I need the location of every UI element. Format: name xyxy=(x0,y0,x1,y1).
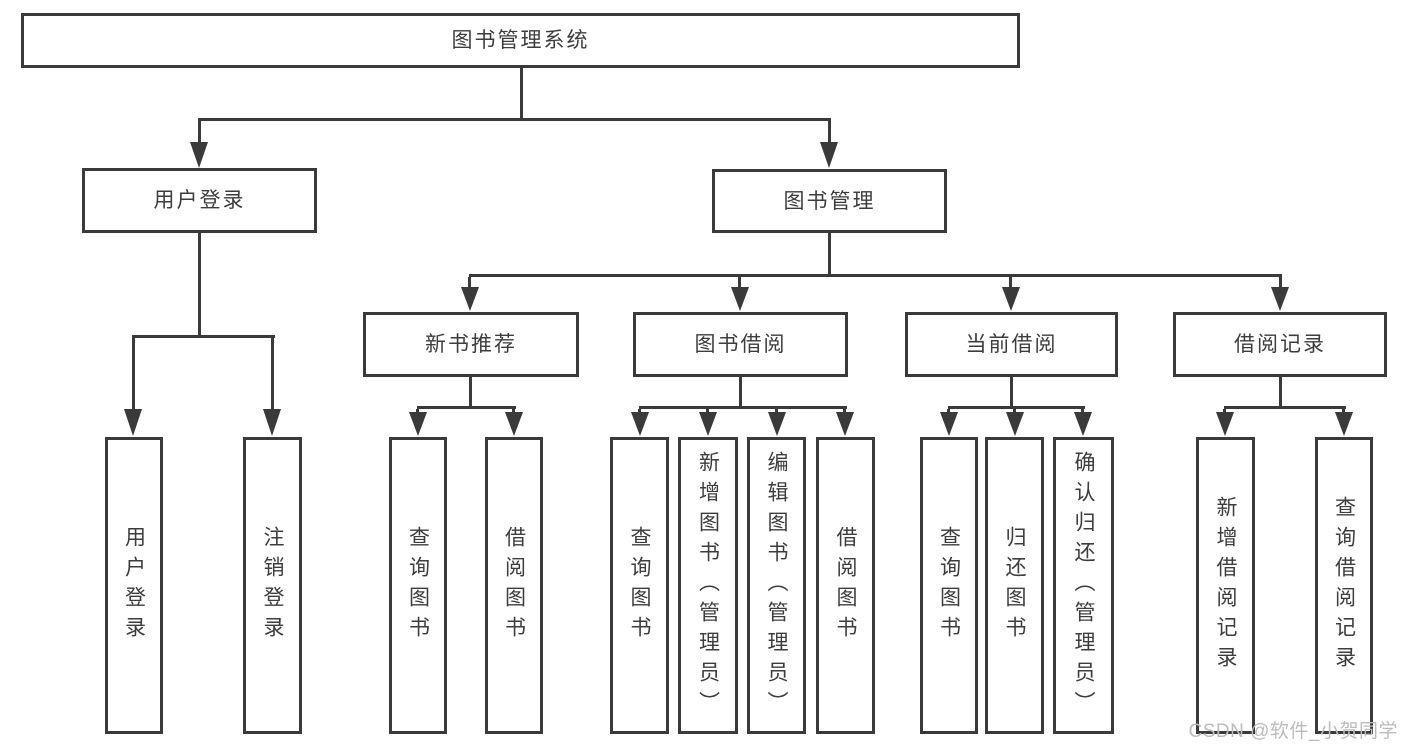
leaf-user-login: 用户登录 xyxy=(105,437,163,734)
connector-root-stem xyxy=(520,68,523,121)
arrowhead-down xyxy=(699,412,717,436)
connector-drop xyxy=(775,409,778,414)
connector-split xyxy=(417,406,516,409)
node-new-book-recommend: 新书推荐 xyxy=(363,312,579,377)
leaf-label: 新增图书（管理员） xyxy=(696,450,720,721)
leaf-add-borrow-record: 新增借阅记录 xyxy=(1196,437,1255,734)
connector-drop xyxy=(1342,409,1345,414)
connector-split xyxy=(639,406,847,409)
connector-stem xyxy=(739,377,742,409)
arrowhead-down-user-login xyxy=(190,142,208,168)
connector-book-management-drop xyxy=(828,121,831,144)
leaf-query-books-borrow: 查询图书 xyxy=(610,437,669,734)
leaf-edit-books-admin: 编辑图书（管理员） xyxy=(747,437,806,734)
connector-split xyxy=(948,406,1085,409)
leaf-borrow-books-recommend: 借阅图书 xyxy=(485,437,543,734)
arrowhead-down xyxy=(940,412,958,436)
connector-drop xyxy=(512,409,515,414)
connector-book-management-split xyxy=(469,274,1282,277)
arrowhead-down xyxy=(836,412,854,436)
connector-drop xyxy=(843,409,846,414)
csdn-watermark: CSDN @软件_小贺同学 xyxy=(1188,721,1398,742)
leaf-label: 借阅图书 xyxy=(502,525,526,646)
node-book-borrowing: 图书借阅 xyxy=(633,312,848,377)
connector-drop xyxy=(1223,409,1226,414)
connector-drop xyxy=(468,277,471,289)
node-label: 新书推荐 xyxy=(425,333,517,356)
node-label: 图书管理系统 xyxy=(451,29,590,52)
leaf-label: 用户登录 xyxy=(122,525,146,646)
node-library-management-system: 图书管理系统 xyxy=(21,13,1020,68)
node-user-login: 用户登录 xyxy=(82,168,317,233)
leaf-confirm-return-admin: 确认归还（管理员） xyxy=(1053,437,1114,734)
connector-stem xyxy=(1279,377,1282,409)
node-label: 图书管理 xyxy=(783,189,876,213)
leaf-query-borrow-record: 查询借阅记录 xyxy=(1315,437,1373,734)
arrowhead-down xyxy=(768,412,786,436)
connector-book-management-stem xyxy=(828,233,831,277)
connector-split xyxy=(1224,406,1346,409)
leaf-label: 查询图书 xyxy=(937,525,961,646)
leaf-label: 查询借阅记录 xyxy=(1332,495,1356,676)
connector-user-login-drop xyxy=(198,121,201,144)
leaf-label: 归还图书 xyxy=(1003,525,1026,646)
connector-drop xyxy=(1013,409,1016,414)
leaf-return-books: 归还图书 xyxy=(985,437,1044,734)
leaf-logout: 注销登录 xyxy=(243,437,302,734)
arrowhead-down-current-borrow xyxy=(1002,287,1020,311)
leaf-query-books-recommend: 查询图书 xyxy=(389,437,447,734)
arrowhead-down-logout-leaf xyxy=(263,409,281,436)
connector-drop xyxy=(947,409,950,414)
connector-stem xyxy=(1010,377,1013,409)
leaf-label: 注销登录 xyxy=(261,525,284,646)
arrowhead-down xyxy=(1006,412,1024,436)
connector-drop xyxy=(271,338,274,410)
arrowhead-down-borrow-records xyxy=(1271,287,1289,311)
arrowhead-down xyxy=(1335,412,1353,436)
arrowhead-down-book-management xyxy=(820,142,838,168)
arrowhead-down-new-book xyxy=(461,287,479,311)
node-label: 借阅记录 xyxy=(1234,333,1326,356)
connector-drop xyxy=(132,338,135,410)
leaf-add-books-admin: 新增图书（管理员） xyxy=(678,437,738,734)
node-borrowing-records: 借阅记录 xyxy=(1173,312,1387,377)
arrowhead-down xyxy=(1216,412,1234,436)
arrowhead-down xyxy=(1074,412,1092,436)
leaf-query-books-current: 查询图书 xyxy=(920,437,978,734)
connector-drop xyxy=(638,409,641,414)
connector-user-login-stem xyxy=(198,233,201,338)
connector-drop xyxy=(706,409,709,414)
connector-drop xyxy=(1279,277,1282,289)
connector-root-split xyxy=(198,118,831,121)
arrowhead-down xyxy=(505,412,523,436)
arrowhead-down-book-borrow xyxy=(731,287,749,311)
node-book-management: 图书管理 xyxy=(712,169,947,233)
leaf-label: 查询图书 xyxy=(406,525,430,646)
connector-drop xyxy=(738,277,741,289)
node-label: 用户登录 xyxy=(153,189,246,212)
node-label: 当前借阅 xyxy=(965,333,1058,356)
leaf-label: 确认归还（管理员） xyxy=(1072,450,1095,721)
connector-user-login-split xyxy=(132,335,275,338)
node-label: 图书借阅 xyxy=(694,333,787,356)
arrowhead-down-login-leaf xyxy=(124,409,142,436)
arrowhead-down xyxy=(631,412,649,436)
leaf-label: 编辑图书（管理员） xyxy=(765,450,788,721)
node-current-borrowing: 当前借阅 xyxy=(905,312,1118,377)
leaf-label: 新增借阅记录 xyxy=(1214,495,1237,676)
connector-drop xyxy=(1009,277,1012,289)
connector-drop xyxy=(416,409,419,414)
leaf-borrow-books: 借阅图书 xyxy=(816,437,875,734)
connector-drop xyxy=(1081,409,1084,414)
leaf-label: 借阅图书 xyxy=(834,525,857,646)
arrowhead-down xyxy=(409,412,427,436)
connector-stem xyxy=(469,377,472,409)
leaf-label: 查询图书 xyxy=(628,525,651,646)
